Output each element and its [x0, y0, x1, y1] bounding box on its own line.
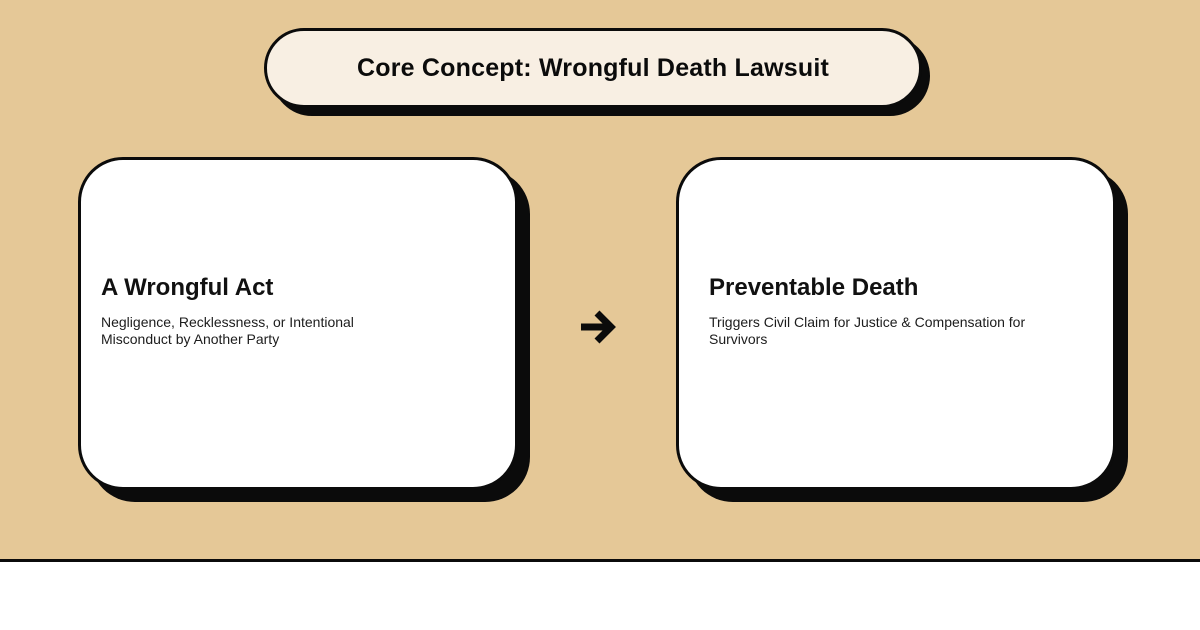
right-arrow-icon	[578, 308, 618, 346]
header-pill: Core Concept: Wrongful Death Lawsuit	[264, 28, 922, 108]
card-title: Preventable Death	[709, 274, 919, 301]
card-wrongful-act: A Wrongful Act Negligence, Recklessness,…	[78, 157, 518, 490]
header-title: Core Concept: Wrongful Death Lawsuit	[356, 53, 830, 82]
card-description: Triggers Civil Claim for Justice & Compe…	[709, 314, 1026, 348]
card-preventable-death: Preventable Death Triggers Civil Claim f…	[676, 157, 1116, 490]
card-title: A Wrongful Act	[101, 274, 274, 301]
footer-blank-area	[0, 565, 1200, 630]
card-content: Preventable Death Triggers Civil Claim f…	[679, 272, 1113, 348]
card-description: Negligence, Recklessness, or Intentional…	[101, 314, 354, 348]
card-content: A Wrongful Act Negligence, Recklessness,…	[81, 272, 515, 348]
